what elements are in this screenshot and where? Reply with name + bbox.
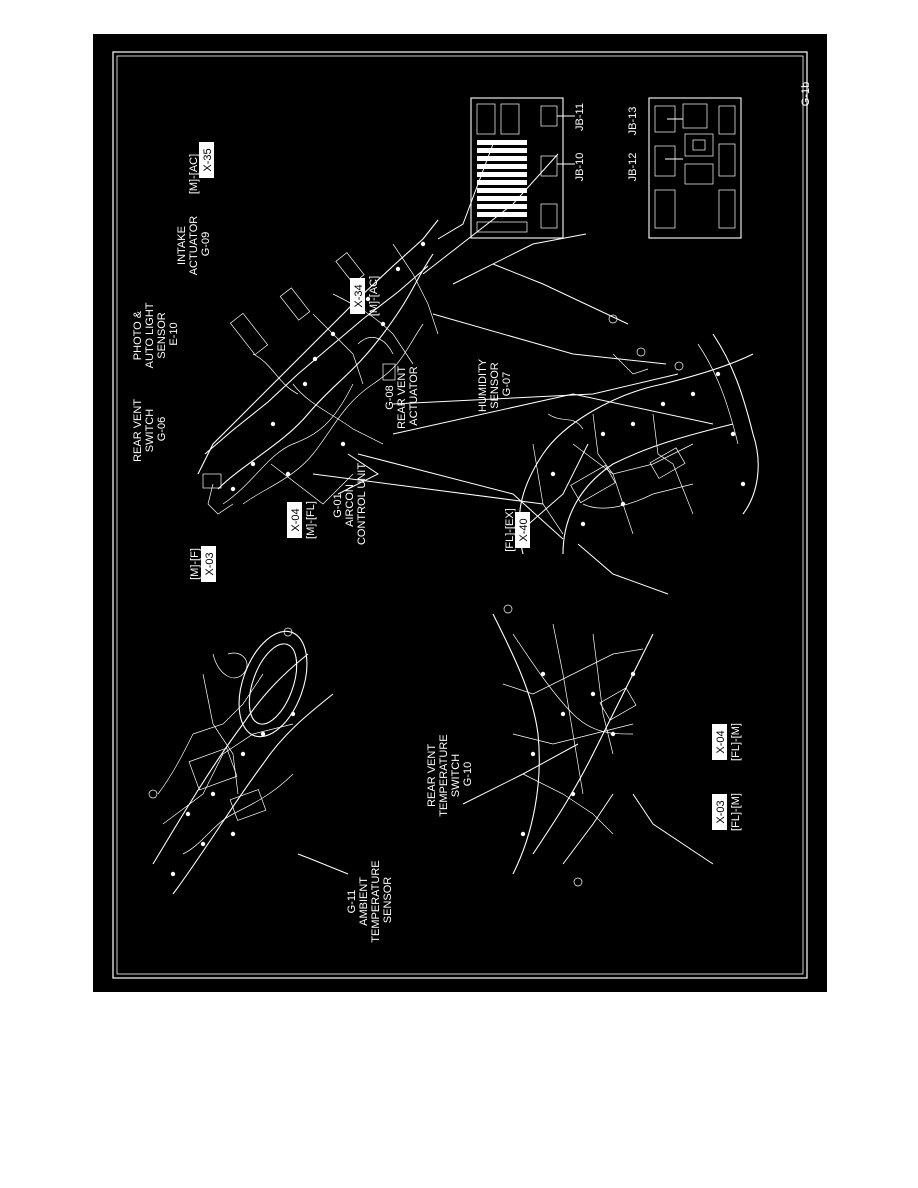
label-aircon-control-unit: G-01 AIRCON CONTROL UNIT [332, 463, 368, 545]
connector-x04-bottom: X-04 [FL]-[M] [712, 723, 742, 761]
trunk-harness-drawing [518, 314, 759, 555]
svg-text:[FL]-[EX]: [FL]-[EX] [504, 508, 516, 551]
svg-text:X-03: X-03 [204, 552, 216, 575]
svg-text:X-34: X-34 [353, 284, 365, 307]
label-jb11: JB-11 [574, 103, 586, 131]
svg-text:X-35: X-35 [202, 148, 214, 171]
label-ambient-temperature-sensor: G-11 AMBIENT TEMPERATURE SENSOR [346, 857, 394, 942]
label-rear-vent-temperature-switch: REAR VENT TEMPERATURE SWITCH G-10 [426, 731, 474, 816]
connector-x35: [M]-[AC] X-35 [188, 142, 214, 194]
engine-bay-harness-drawing [148, 627, 334, 895]
label-intake-actuator: INTAKE ACTUATOR G-09 [176, 213, 212, 276]
svg-text:[M]-[FL]: [M]-[FL] [305, 501, 317, 539]
svg-text:X-04: X-04 [290, 508, 302, 531]
diagram-sheet: G-1b [93, 34, 827, 992]
svg-text:X-03: X-03 [715, 800, 727, 823]
connector-x03-bottom: X-03 [FL]-[M] [712, 793, 742, 831]
svg-text:[FL]-[M]: [FL]-[M] [730, 793, 742, 831]
label-rear-vent-switch: REAR VENT SWITCH G-06 [132, 396, 168, 462]
svg-text:[FL]-[M]: [FL]-[M] [730, 723, 742, 761]
inner-frame [116, 55, 804, 975]
label-jb10: JB-10 [574, 153, 586, 182]
svg-text:[M]-[F]: [M]-[F] [189, 548, 201, 580]
connector-x04-top: X-04 [M]-[FL] [287, 501, 317, 539]
label-jb13: JB-13 [627, 107, 639, 136]
junction-block-upper [470, 97, 564, 239]
wiring-location-diagram: G-1b [112, 51, 812, 979]
outer-frame [112, 51, 808, 979]
dashboard-harness-drawing [197, 219, 439, 515]
label-jb12: JB-12 [627, 153, 639, 182]
label-humidity-sensor: HUMIDITY SENSOR G-07 [477, 356, 513, 412]
connector-x03-top: [M]-[F] X-03 [189, 546, 216, 582]
connector-x40: [FL]-[EX] X-40 [504, 508, 530, 552]
page-code: G-1b [800, 82, 812, 106]
svg-text:X-04: X-04 [715, 730, 727, 753]
rear-cabin-harness-drawing [492, 604, 654, 887]
label-photo-auto-light-sensor: PHOTO & AUTO LIGHT SENSOR E-10 [132, 300, 180, 369]
svg-text:[M]-[AC]: [M]-[AC] [188, 154, 200, 194]
junction-block-lower [648, 97, 742, 239]
svg-text:[M]-[AC]: [M]-[AC] [368, 276, 380, 316]
svg-text:X-40: X-40 [518, 518, 530, 541]
label-rear-vent-actuator: G-08 REAR VENT ACTUATOR [384, 363, 420, 429]
connector-x34: X-34 [M]-[AC] [350, 276, 380, 316]
